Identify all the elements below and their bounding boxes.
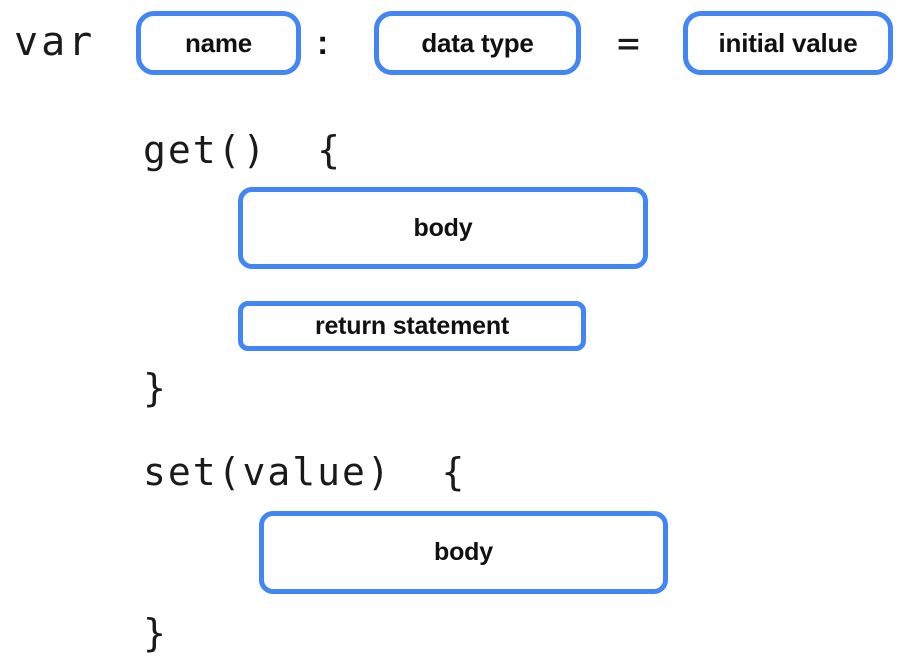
initial-value-slot-label: initial value (718, 27, 858, 58)
var-keyword: var (14, 19, 96, 65)
assignment-operator: = (617, 21, 640, 65)
setter-body-slot-label: body (434, 538, 493, 566)
colon-separator: : (317, 24, 329, 62)
setter-closing-brace: } (143, 611, 166, 655)
initial-value-slot[interactable]: initial value (683, 11, 893, 75)
data-type-slot[interactable]: data type (374, 11, 581, 75)
setter-header: set(value) { (143, 450, 467, 494)
return-statement-slot[interactable]: return statement (238, 301, 586, 351)
return-statement-slot-label: return statement (314, 311, 510, 340)
name-slot-label: name (184, 27, 253, 58)
setter-body-slot[interactable]: body (259, 511, 668, 594)
name-slot[interactable]: name (136, 11, 301, 75)
getter-body-slot-label: body (413, 213, 473, 242)
data-type-slot-label: data type (421, 27, 534, 58)
getter-header: get() { (143, 128, 343, 172)
getter-body-slot[interactable]: body (238, 187, 648, 269)
getter-closing-brace: } (143, 366, 166, 410)
